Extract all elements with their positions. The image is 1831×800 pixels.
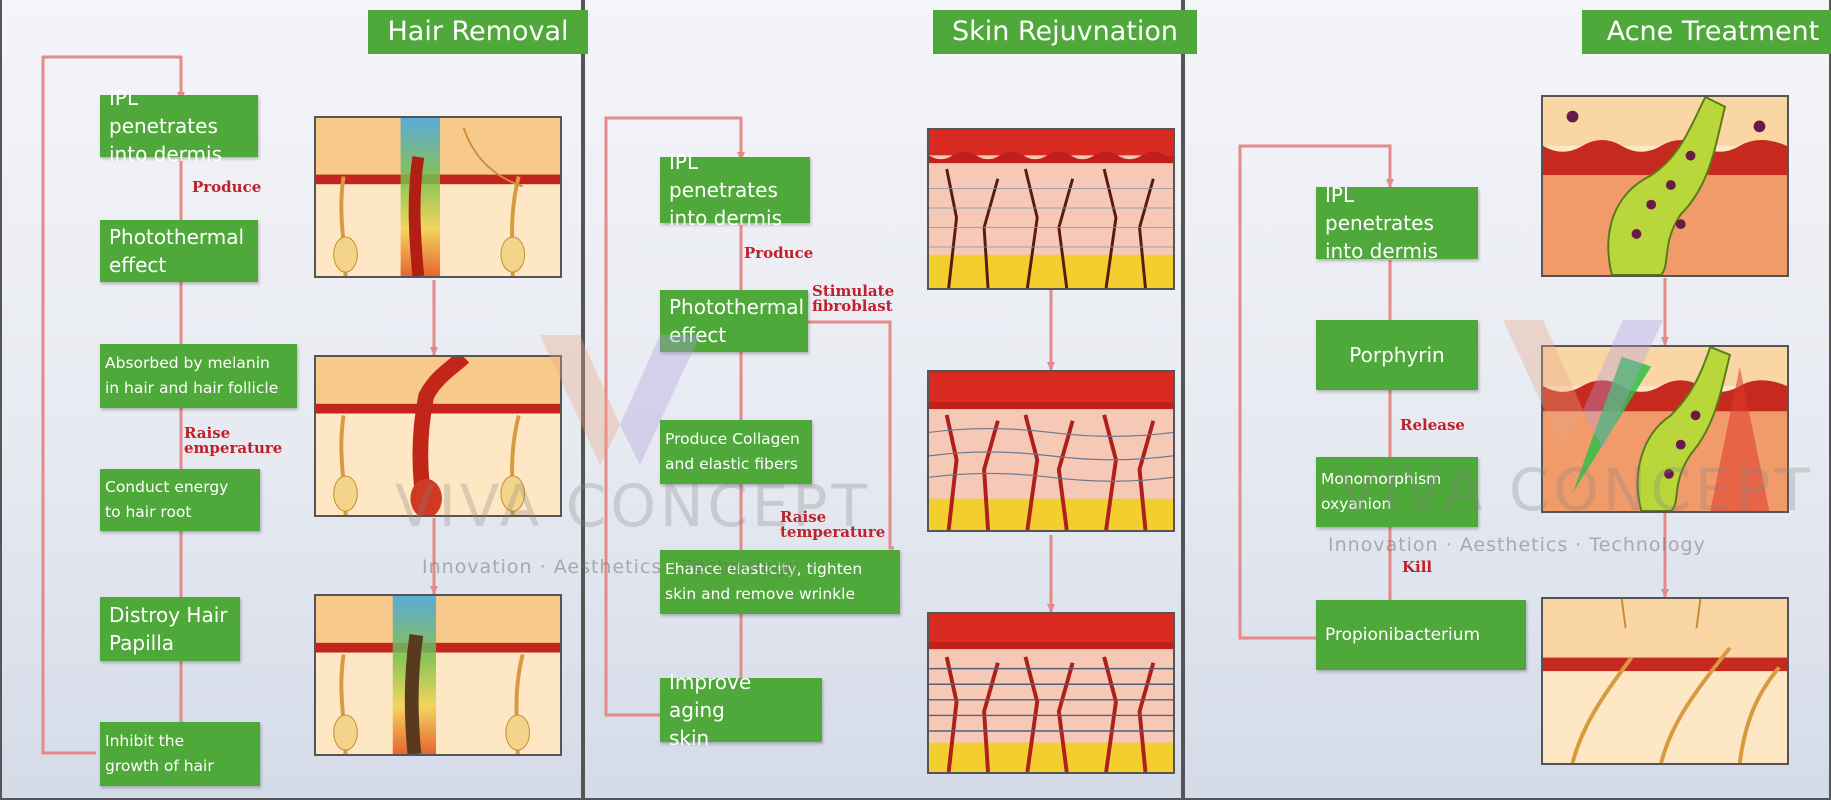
skin-step-photothermal: Photothermal effect — [660, 290, 808, 352]
skin-rejuvenation-image-3 — [927, 612, 1175, 774]
acne-step-ipl: IPL penetrates into dermis — [1316, 183, 1478, 263]
skin-annotation-produce: Produce — [744, 244, 814, 262]
skin-step-improve: Improve aging skin — [660, 670, 822, 750]
acne-step-porphyrin: Porphyrin — [1316, 320, 1478, 390]
hair-annotation-raise: Raise emperature — [184, 424, 283, 457]
brand-name-watermark-1: VIVA CONCEPT — [395, 472, 871, 540]
acne-step-monomorphism: Monomorphism oxyanion — [1316, 457, 1478, 527]
hair-removal-image-1 — [314, 116, 562, 278]
brand-tagline-watermark-2: Innovation · Aesthetics · Technology — [1328, 534, 1706, 556]
hair-step-photothermal: Photothermal effect — [100, 220, 258, 282]
acne-step-propionibacterium: Propionibacterium — [1316, 600, 1526, 670]
hair-step-inhibit: Inhibit the growth of hair — [100, 722, 260, 786]
skin-step-ipl: IPL penetrates into dermis — [660, 150, 810, 230]
acne-treatment-image-1 — [1541, 95, 1789, 277]
acne-annotation-release: Release — [1400, 416, 1465, 434]
hair-loop-line — [41, 55, 185, 755]
acne-treatment-image-2 — [1541, 345, 1789, 513]
acne-annotation-kill: Kill — [1402, 558, 1433, 576]
brand-tagline-watermark-1: Innovation · Aesthetics · Technology — [422, 556, 800, 578]
skin-rejuvenation-image-1 — [927, 128, 1175, 290]
brand-logo-watermark-1 — [540, 335, 700, 465]
acne-treatment-title: Acne Treatment — [1582, 10, 1831, 54]
skin-rejuvenation-image-2 — [927, 370, 1175, 532]
skin-step-collagen: Produce Collagen and elastic fibers — [660, 420, 812, 484]
acne-loop-line — [1238, 144, 1394, 640]
hair-step-destroy: Distroy Hair Papilla — [100, 597, 240, 661]
hair-annotation-produce: Produce — [192, 178, 262, 196]
acne-treatment-image-3 — [1541, 597, 1789, 765]
brand-name-watermark-2: VIVA CONCEPT — [1338, 456, 1814, 524]
skin-annotation-raise: Raise temperature — [780, 508, 886, 541]
hair-removal-image-2 — [314, 355, 562, 517]
skin-annotation-stimulate: Stimulate fibroblast — [812, 282, 895, 315]
skin-step-elasticity: Ehance elasticity, tighten skin and remo… — [660, 550, 900, 614]
skin-loop-line — [604, 116, 745, 717]
skin-rejuvenation-title: Skin Rejuvnation — [933, 10, 1197, 54]
hair-removal-image-3 — [314, 594, 562, 756]
hair-step-absorbed: Absorbed by melanin in hair and hair fol… — [100, 344, 297, 408]
skin-branch-line — [808, 320, 894, 550]
brand-logo-watermark-2 — [1503, 320, 1663, 450]
hair-step-conduct: Conduct energy to hair root — [100, 469, 260, 531]
hair-step-ipl: IPL penetrates into dermis — [100, 86, 258, 166]
hair-removal-title: Hair Removal — [368, 10, 588, 54]
